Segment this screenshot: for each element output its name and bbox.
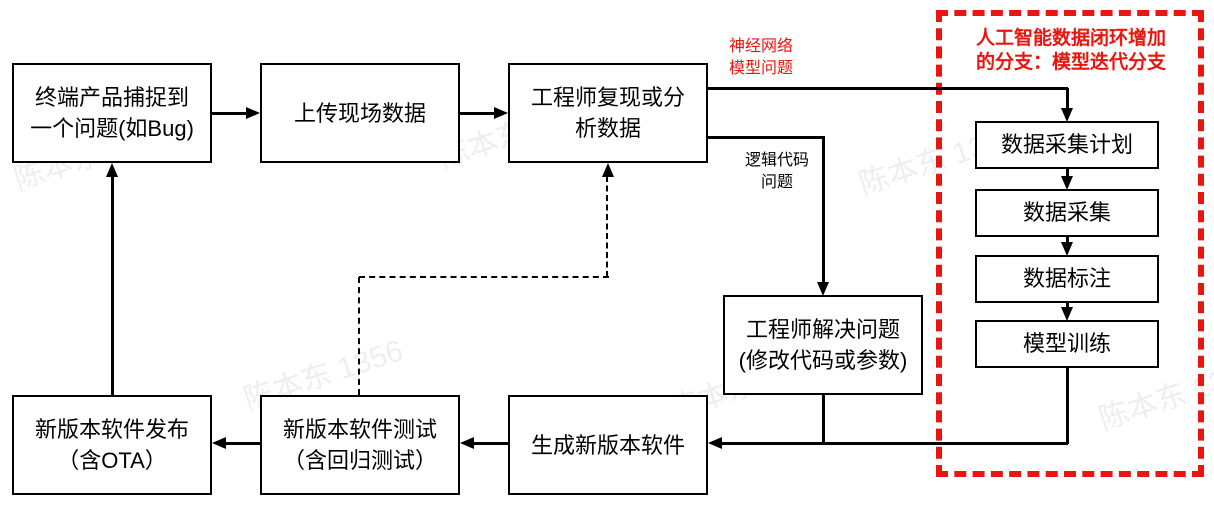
connector-train-to-generate-h (720, 442, 1068, 445)
node-solve-problem: 工程师解决问题 (修改代码或参数) (723, 295, 923, 395)
connector-plan-to-collect (1066, 169, 1069, 177)
node-solve-line2: (修改代码或参数) (738, 348, 908, 373)
node-capture-line2: 一个问题(如Bug) (30, 116, 194, 141)
arrowhead-annotate-to-train (1061, 307, 1073, 321)
dashed-connector-test-to-analyze-h (359, 276, 609, 278)
arrowhead-collect-to-annotate (1061, 242, 1073, 256)
node-collect-line1: 数据采集 (1022, 200, 1111, 225)
node-data-annotation: 数据标注 (975, 255, 1159, 303)
node-release-line1: 新版本软件发布 (34, 417, 189, 442)
arrowhead-analyze-to-plan (1061, 108, 1073, 122)
dashed-connector-test-to-analyze-v1 (358, 277, 360, 395)
node-train-line1: 模型训练 (1022, 331, 1111, 356)
arrowhead-test-to-release (212, 437, 226, 449)
node-test-line1: 新版本软件测试 (282, 417, 437, 442)
connector-analyze-to-solve-v (822, 137, 825, 283)
ai-branch-title: 人工智能数据闭环增加 的分支：模型迭代分支 (948, 27, 1194, 75)
arrowhead-into-generate (708, 437, 722, 449)
node-upload-data: 上传现场数据 (260, 63, 460, 163)
node-capture-line1: 终端产品捕捉到 (34, 85, 189, 110)
connector-train-to-generate-v (1066, 368, 1069, 444)
connector-capture-to-upload (212, 112, 248, 115)
connector-upload-to-analyze (460, 112, 496, 115)
arrowhead-generate-to-test (460, 437, 474, 449)
arrowhead-capture-to-upload (246, 107, 260, 119)
node-release-line2: （含OTA） (57, 448, 167, 473)
ai-branch-dashed-box (936, 10, 1204, 477)
connector-analyze-to-plan-h (708, 87, 1068, 90)
node-test-line2: （含回归测试） (282, 448, 437, 473)
arrowhead-plan-to-collect (1061, 176, 1073, 190)
logic-problem-line2: 问题 (760, 174, 793, 191)
dashed-connector-test-to-analyze-v2 (606, 176, 608, 277)
node-data-collection-plan: 数据采集计划 (975, 121, 1159, 169)
ai-branch-title-line2: 的分支：模型迭代分支 (975, 52, 1166, 73)
arrowhead-release-to-capture (106, 163, 118, 177)
arrowhead-upload-to-analyze (494, 107, 508, 119)
node-plan-line1: 数据采集计划 (1000, 132, 1133, 157)
connector-analyze-to-solve-h (708, 136, 825, 139)
node-annotate-line1: 数据标注 (1022, 266, 1111, 291)
node-release-software: 新版本软件发布 （含OTA） (12, 395, 212, 495)
node-analyze-line2: 析数据 (574, 116, 641, 141)
connector-release-to-capture (111, 176, 114, 395)
node-capture-problem: 终端产品捕捉到 一个问题(如Bug) (12, 63, 212, 163)
node-test-software: 新版本软件测试 （含回归测试） (260, 395, 460, 495)
nn-problem-line1: 神经网络 (729, 38, 794, 55)
edge-label-logic-problem: 逻辑代码 问题 (729, 150, 825, 194)
connector-generate-to-test (472, 442, 508, 445)
arrowhead-analyze-to-solve (817, 282, 829, 296)
logic-problem-line1: 逻辑代码 (744, 152, 809, 169)
connector-analyze-to-plan-v (1066, 88, 1069, 109)
connector-test-to-release (224, 442, 260, 445)
ai-branch-title-line1: 人工智能数据闭环增加 (975, 28, 1166, 49)
edge-label-nn-problem: 神经网络 模型问题 (729, 36, 793, 80)
node-model-training: 模型训练 (975, 320, 1159, 368)
node-upload-line1: 上传现场数据 (293, 100, 426, 126)
node-data-collection: 数据采集 (975, 189, 1159, 237)
connector-annotate-to-train (1066, 303, 1069, 308)
node-solve-line1: 工程师解决问题 (745, 317, 900, 342)
node-generate-software: 生成新版本软件 (508, 395, 708, 495)
arrowhead-test-to-analyze (602, 163, 614, 177)
connector-collect-to-annotate (1066, 237, 1069, 243)
node-generate-line1: 生成新版本软件 (530, 432, 685, 458)
nn-problem-line2: 模型问题 (729, 60, 794, 77)
connector-solve-to-generate (822, 395, 825, 444)
node-analyze-data: 工程师复现或分 析数据 (508, 63, 708, 163)
node-analyze-line1: 工程师复现或分 (530, 85, 685, 110)
